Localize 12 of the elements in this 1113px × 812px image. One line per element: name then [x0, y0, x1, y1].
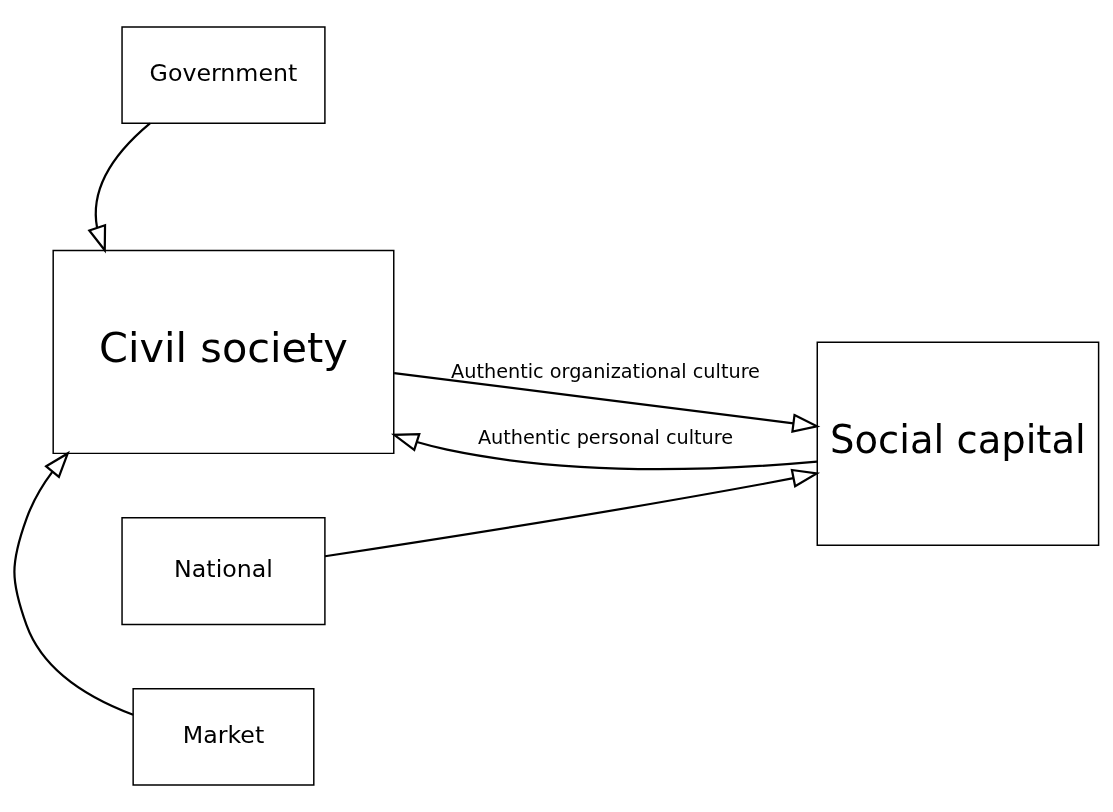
node-box: Government — [121, 26, 326, 124]
node-box: Social capital — [816, 341, 1100, 546]
node-box: Market — [132, 688, 315, 786]
arrow — [394, 372, 821, 433]
arrow — [390, 432, 818, 470]
arrow — [324, 468, 821, 558]
arrow — [13, 450, 134, 716]
edge-label: Authentic organizational culture — [451, 359, 760, 383]
node-box: National — [121, 517, 326, 626]
arrow — [87, 122, 151, 254]
edge-label: Authentic personal culture — [477, 426, 734, 450]
node-box: Civil society — [52, 249, 395, 455]
